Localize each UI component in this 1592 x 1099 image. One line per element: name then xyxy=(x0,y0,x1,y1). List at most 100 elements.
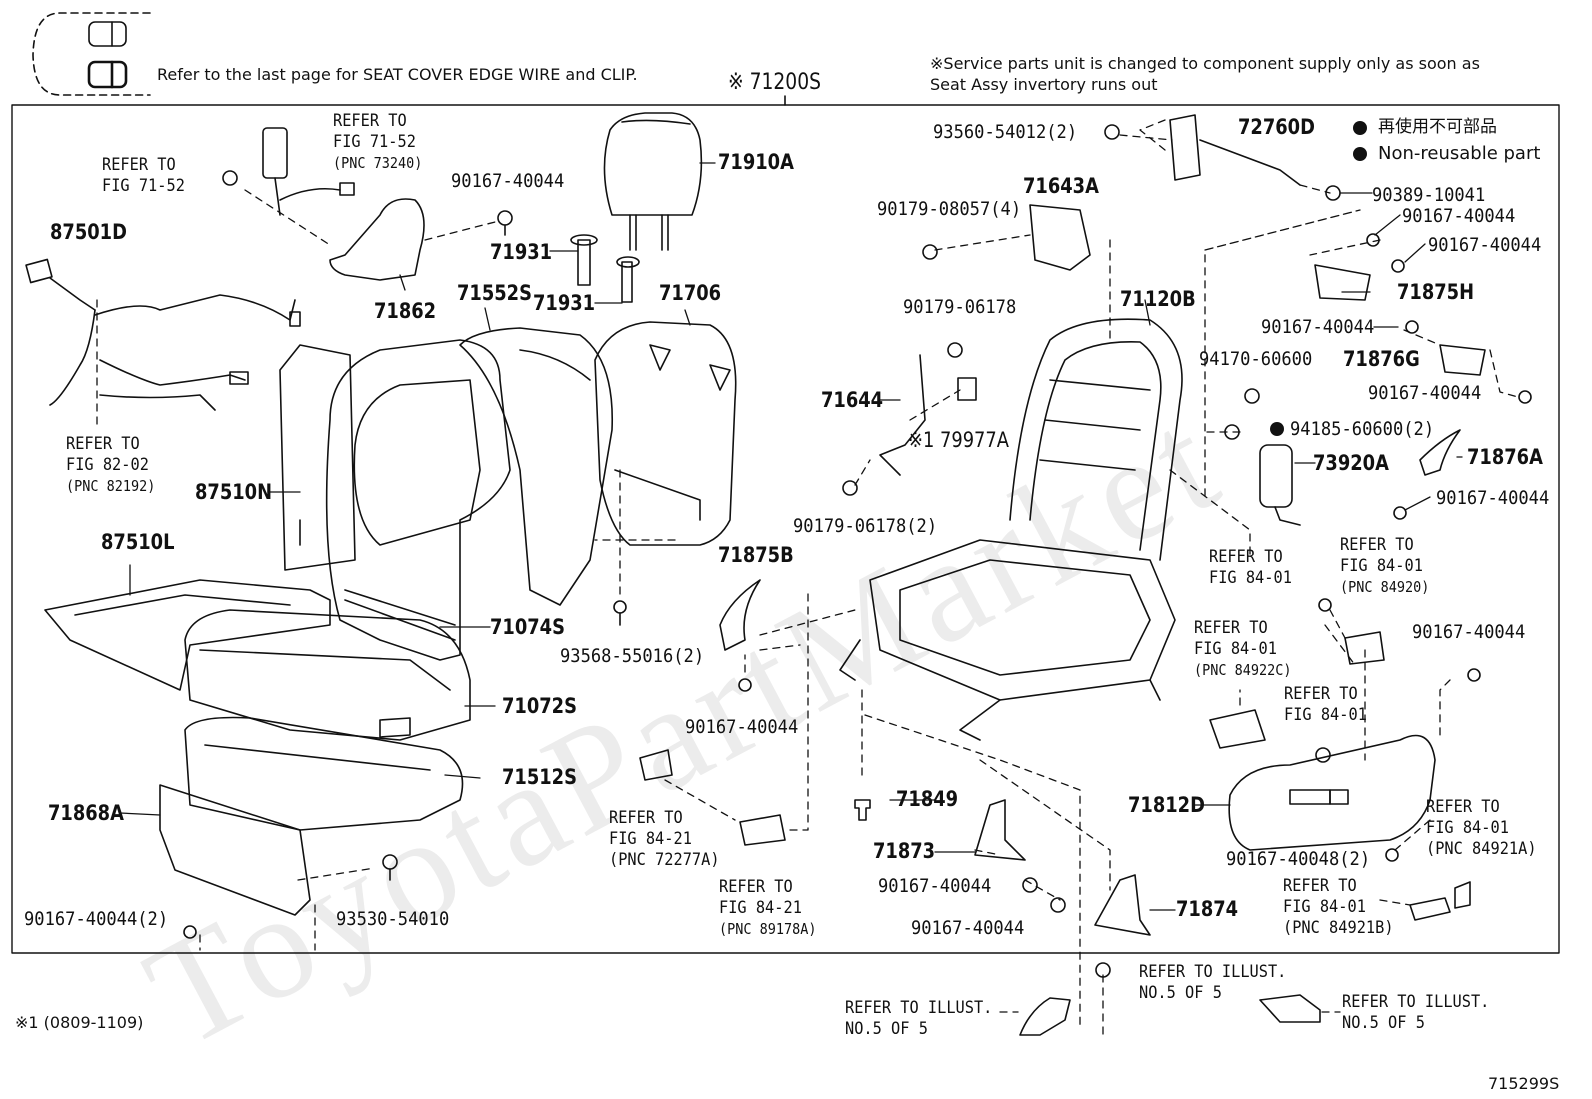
part-71876G: 71876G xyxy=(1343,347,1420,371)
clip-icon xyxy=(183,925,197,939)
assembly-code: ※ 71200S xyxy=(728,70,821,95)
part-illust-b xyxy=(1259,994,1321,1023)
part-90167-40044-c: 90167-40044 xyxy=(1402,205,1516,227)
part-90179-06178-2: 90179-06178(2) xyxy=(793,515,938,537)
refer-fig-84-21-pnc-89178A[interactable]: REFER TO FIG 84-21 (PNC 89178A) xyxy=(719,877,817,940)
headrest-support-71931 xyxy=(570,234,640,303)
bracket-71874 xyxy=(1094,874,1151,936)
leader-lines xyxy=(96,119,1519,1041)
legend-dot xyxy=(1353,147,1367,161)
wire-harness-87501D xyxy=(25,258,301,411)
part-71873: 71873 xyxy=(873,839,936,863)
seat-frame-71120B xyxy=(839,318,1183,741)
part-71644: 71644 xyxy=(821,388,884,412)
refer-line: REFER TO xyxy=(1209,547,1283,567)
part-87510L: 87510L xyxy=(101,530,175,554)
refer-line: (PNC 72277A) xyxy=(609,850,720,870)
refer-line: NO.5 OF 5 xyxy=(845,1019,928,1039)
part-79977A: ※1 79977A xyxy=(908,428,1009,452)
service-note-line1: ※Service parts unit is changed to compon… xyxy=(930,54,1480,73)
refer-line: (PNC 84920) xyxy=(1340,578,1430,596)
sensor-71644 xyxy=(879,354,926,476)
refer-line: REFER TO xyxy=(102,155,176,175)
part-90179-08057: 90179-08057(4) xyxy=(877,198,1022,220)
refer-fig-84-01-pnc-84920[interactable]: REFER TO FIG 84-01 (PNC 84920) xyxy=(1340,535,1429,598)
bolt-icon xyxy=(1405,320,1419,334)
part-71931-b: 71931 xyxy=(533,291,596,315)
refer-fig-84-01-pnc-84921A[interactable]: REFER TO FIG 84-01 (PNC 84921A) xyxy=(1426,797,1537,860)
refer-line: FIG 82-02 xyxy=(66,455,149,475)
refer-line: FIG 84-01 xyxy=(1194,639,1277,659)
part-87501D: 87501D xyxy=(50,220,127,244)
refer-line: FIG 71-52 xyxy=(333,132,416,152)
refer-fig-84-01-a[interactable]: REFER TO FIG 84-01 xyxy=(1209,547,1292,589)
part-71868A: 71868A xyxy=(48,801,124,825)
part-94170-60600: 94170-60600 xyxy=(1199,348,1313,370)
refer-fig-84-01-pnc-84922C[interactable]: REFER TO FIG 84-01 (PNC 84922C) xyxy=(1194,618,1292,681)
part-71074S: 71074S xyxy=(490,615,565,639)
refer-fig-84-21-pnc-72277A[interactable]: REFER TO FIG 84-21 (PNC 72277A) xyxy=(609,808,720,871)
refer-line: REFER TO ILLUST. xyxy=(1139,962,1287,982)
bracket-71876A xyxy=(1419,429,1461,476)
seat-back-pad-71552S xyxy=(459,327,614,606)
refer-line: FIG 84-01 xyxy=(1209,568,1292,588)
part-71706: 71706 xyxy=(659,281,722,305)
part-90167-40044-2: 90167-40044(2) xyxy=(24,908,169,930)
bracket-71876G xyxy=(1439,344,1486,376)
part-71849: 71849 xyxy=(896,787,959,811)
part-71812D: 71812D xyxy=(1128,793,1205,817)
label-79977A xyxy=(957,377,977,401)
part-90389-10041: 90389-10041 xyxy=(1372,184,1486,206)
edge-wire-note: Refer to the last page for SEAT COVER ED… xyxy=(157,65,638,84)
refer-line: REFER TO xyxy=(609,808,683,828)
bracket-71875H xyxy=(1314,264,1371,301)
label-leaders xyxy=(119,162,1463,911)
clip-icon-large xyxy=(87,60,128,89)
seatbelt-buckle xyxy=(262,127,355,216)
refer-line: REFER TO xyxy=(1426,797,1500,817)
part-90167-40048: 90167-40048(2) xyxy=(1226,848,1371,870)
refer-illust-5-of-5-c[interactable]: REFER TO ILLUST. NO.5 OF 5 xyxy=(1342,992,1489,1034)
refer-illust-5-of-5-a[interactable]: REFER TO ILLUST. NO.5 OF 5 xyxy=(1139,962,1286,1004)
refer-line: REFER TO ILLUST. xyxy=(845,998,993,1018)
part-71931-a: 71931 xyxy=(490,240,553,264)
service-note-line2: Seat Assy invertory runs out xyxy=(930,75,1158,94)
part-71120B: 71120B xyxy=(1120,287,1196,311)
refer-line: FIG 84-01 xyxy=(1340,556,1423,576)
refer-line: (PNC 84921A) xyxy=(1426,839,1537,859)
seat-front-cover-71868A xyxy=(159,784,311,916)
refer-fig-84-01-pnc-84921B[interactable]: REFER TO FIG 84-01 (PNC 84921B) xyxy=(1283,876,1394,939)
refer-fig-71-52-pnc-73240[interactable]: REFER TO FIG 71-52 (PNC 73240) xyxy=(333,111,422,174)
bolt-icon xyxy=(1022,877,1038,893)
refer-fig-84-01-b[interactable]: REFER TO FIG 84-01 xyxy=(1284,684,1367,726)
knob-84921A xyxy=(1454,881,1471,909)
refer-fig-82-02[interactable]: REFER TO FIG 82-02 (PNC 82192) xyxy=(66,434,155,497)
refer-line: REFER TO xyxy=(66,434,140,454)
refer-fig-71-52[interactable]: REFER TO FIG 71-52 xyxy=(102,155,185,197)
part-90167-40044-d: 90167-40044 xyxy=(1428,234,1542,256)
bolt-icon xyxy=(1518,390,1532,404)
refer-line: (PNC 84921B) xyxy=(1283,918,1394,938)
refer-line: NO.5 OF 5 xyxy=(1139,983,1222,1003)
part-71512S: 71512S xyxy=(502,765,577,789)
refer-line: (PNC 84922C) xyxy=(1194,661,1292,679)
refer-illust-5-of-5-b[interactable]: REFER TO ILLUST. NO.5 OF 5 xyxy=(845,998,992,1040)
refer-line: FIG 84-21 xyxy=(719,898,802,918)
refer-line: REFER TO xyxy=(1283,876,1357,896)
refer-line: FIG 84-01 xyxy=(1426,818,1509,838)
part-90167-40044-a: 90167-40044 xyxy=(451,170,565,192)
refer-line: REFER TO xyxy=(1340,535,1414,555)
part-71875B: 71875B xyxy=(718,543,794,567)
bolt-icon xyxy=(222,170,238,186)
bolt-icon xyxy=(1391,259,1405,273)
part-90167-40044-i: 90167-40044 xyxy=(878,875,992,897)
refer-line: (PNC 73240) xyxy=(333,154,423,172)
part-90167-40044-h: 90167-40044 xyxy=(1412,621,1526,643)
refer-line: FIG 84-01 xyxy=(1283,897,1366,917)
refer-line: (PNC 82192) xyxy=(66,477,156,495)
part-90179-06178: 90179-06178 xyxy=(903,296,1017,318)
refer-line: REFER TO xyxy=(1194,618,1268,638)
bolt-icon xyxy=(613,600,627,614)
part-illust-a xyxy=(1019,997,1071,1036)
